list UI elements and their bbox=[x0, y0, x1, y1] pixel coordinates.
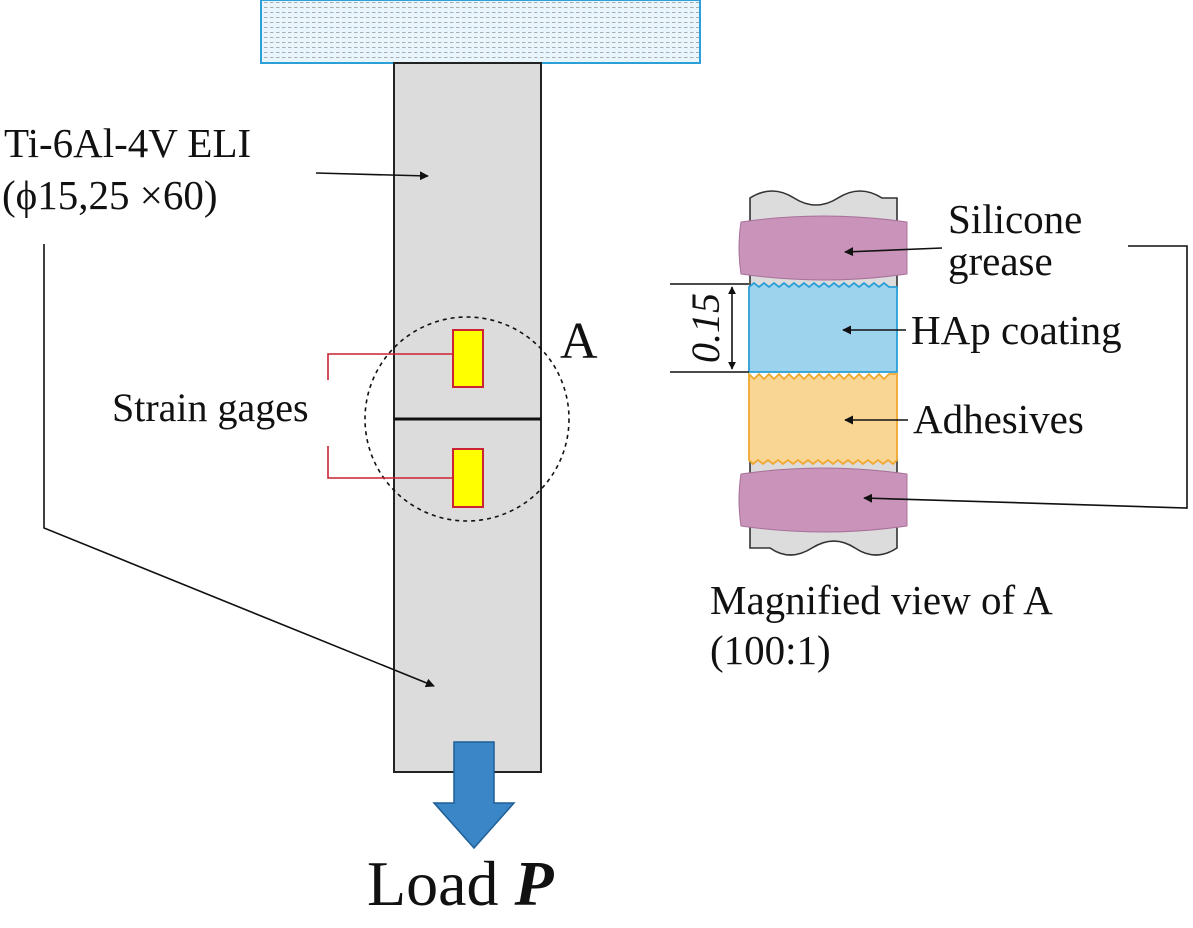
detail-circle bbox=[364, 316, 570, 522]
strain-gages-label: Strain gages bbox=[112, 385, 309, 430]
magnified-caption-line1: Magnified view of A bbox=[710, 577, 1053, 623]
silicone-label-line1: Silicone bbox=[948, 196, 1082, 242]
strain-gage-lower bbox=[452, 448, 484, 508]
silicone-label-line2: grease bbox=[948, 238, 1053, 284]
load-label-text: Load bbox=[367, 848, 515, 919]
strain-gage-upper bbox=[452, 329, 484, 388]
load-label: Load P bbox=[367, 848, 555, 919]
adhesive-layer bbox=[748, 371, 898, 466]
top-fixture bbox=[260, 0, 701, 64]
silicone-leader-top bbox=[844, 247, 943, 257]
strain-gage-leader bbox=[327, 353, 453, 479]
load-arrow bbox=[432, 741, 516, 850]
silicone-leader-bottom bbox=[863, 245, 1188, 509]
hap-coating-label: HAp coating bbox=[911, 307, 1122, 353]
load-symbol: P bbox=[514, 848, 555, 919]
material-leader-upper bbox=[315, 171, 429, 181]
adhesives-label: Adhesives bbox=[913, 396, 1084, 442]
magnified-caption-line2: (100:1) bbox=[710, 627, 831, 673]
material-label-line1: Ti-6Al-4V ELI bbox=[4, 120, 251, 166]
silicone-grease-top bbox=[738, 215, 908, 281]
silicone-grease-bottom bbox=[738, 467, 908, 533]
thickness-value: 0.15 bbox=[683, 293, 728, 363]
material-label-line2: (ϕ15,25 ×60) bbox=[2, 172, 218, 218]
magnified-view: 0.15 Silicone grease HAp coating Adhesiv… bbox=[670, 190, 1188, 673]
detail-marker-a: A bbox=[560, 313, 598, 370]
material-leader-lower bbox=[43, 244, 435, 688]
thickness-dimension: 0.15 bbox=[670, 283, 749, 373]
hap-coating-layer bbox=[748, 281, 898, 373]
